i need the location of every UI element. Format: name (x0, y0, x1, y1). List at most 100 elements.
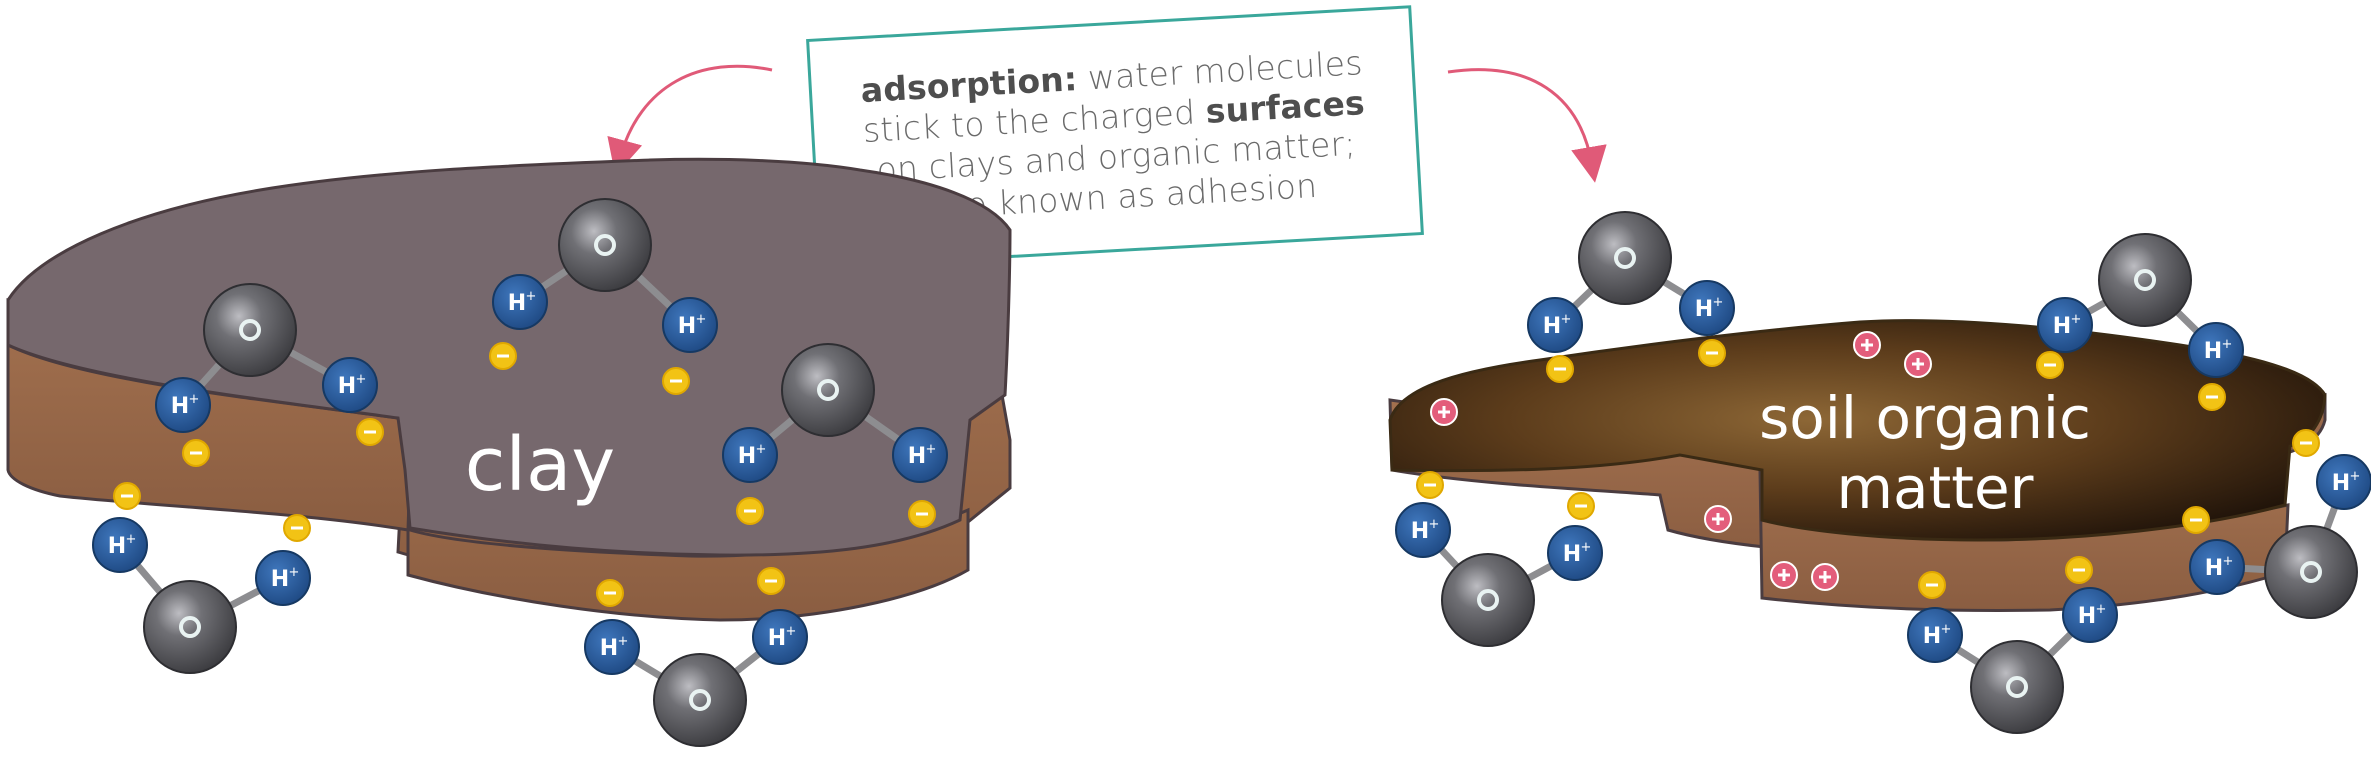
hydrogen-plus: + (786, 624, 797, 639)
hydrogen-atom (322, 357, 378, 413)
surface-charges (113, 331, 2320, 607)
hydrogen-atom (2189, 539, 2245, 595)
hydrogen-symbol: H (2204, 339, 2222, 364)
negative-charge (2036, 351, 2064, 379)
hydrogen-symbol: H (171, 394, 189, 419)
clay-water-molecule-1: H+H+ (155, 283, 378, 433)
clay-water-molecule-3: H+H+ (722, 343, 948, 483)
hydrogen-atom (155, 377, 211, 433)
hydrogen-atom (92, 517, 148, 573)
hydrogen-atom (1395, 502, 1451, 558)
oxygen-atom (1578, 211, 1672, 305)
hydrogen-symbol: H (1543, 314, 1561, 339)
hydrogen-atom (752, 609, 808, 665)
negative-charge (2182, 506, 2210, 534)
oxygen-symbol-ring (1614, 247, 1636, 269)
hydrogen-symbol: H (908, 444, 926, 469)
hydrogen-atom (1547, 525, 1603, 581)
hydrogen-symbol: H (600, 636, 618, 661)
hydrogen-plus: + (1581, 540, 1592, 555)
hydrogen-atom (584, 619, 640, 675)
arrow-to-clay (607, 64, 773, 176)
hydrogen-atom (255, 550, 311, 606)
hydrogen-symbol: H (2078, 604, 2096, 629)
hydrogen-plus: + (126, 532, 137, 547)
oxygen-symbol-ring (594, 234, 616, 256)
hydrogen-plus: + (756, 442, 767, 457)
hydrogen-symbol: H (768, 626, 786, 651)
hydrogen-symbol: H (1923, 624, 1941, 649)
negative-charge (489, 342, 517, 370)
oxygen-atom (1970, 640, 2064, 734)
negative-charge (113, 482, 141, 510)
hydrogen-symbol: H (271, 567, 289, 592)
oxygen-atom (2098, 233, 2192, 327)
negative-charge (356, 418, 384, 446)
negative-charge (182, 439, 210, 467)
negative-charge (1416, 471, 1444, 499)
oxygen-atom (1441, 553, 1535, 647)
hydrogen-atom (492, 274, 548, 330)
hydrogen-plus: + (1429, 517, 1440, 532)
negative-charge (1546, 355, 1574, 383)
hydrogen-symbol: H (1411, 519, 1429, 544)
organic-water-molecule-5: H+H+ (2189, 454, 2371, 619)
hydrogen-symbol: H (678, 314, 696, 339)
negative-charge (662, 367, 690, 395)
hydrogen-plus: + (526, 289, 537, 304)
positive-charge (1904, 350, 1932, 378)
negative-charge (2292, 429, 2320, 457)
hydrogen-atom (2188, 322, 2244, 378)
organic-water-molecule-2: H+H+ (2037, 233, 2244, 378)
clay-water-molecule-5: H+H+ (584, 609, 808, 747)
hydrogen-plus: + (356, 372, 367, 387)
hydrogen-symbol: H (738, 444, 756, 469)
organic-water-molecule-4: H+H+ (1907, 587, 2118, 734)
oxygen-atom (203, 283, 297, 377)
oxygen-symbol-ring (179, 616, 201, 638)
negative-charge (596, 579, 624, 607)
hydrogen-atom (662, 297, 718, 353)
hydrogen-plus: + (926, 442, 937, 457)
hydrogen-symbol: H (2332, 471, 2350, 496)
oxygen-atom (558, 198, 652, 292)
oxygen-atom (2264, 525, 2358, 619)
organic-label-line2: matter (1836, 454, 2033, 522)
hydrogen-plus: + (1713, 295, 1724, 310)
clay-label: clay (465, 422, 615, 508)
hydrogen-symbol: H (2205, 556, 2223, 581)
negative-charge (1918, 571, 1946, 599)
hydrogen-atom (892, 427, 948, 483)
arrow-to-organic (1447, 68, 1607, 183)
oxygen-atom (143, 580, 237, 674)
hydrogen-plus: + (2096, 602, 2107, 617)
negative-charge (2198, 383, 2226, 411)
hydrogen-plus: + (696, 312, 707, 327)
hydrogen-atom (1907, 607, 1963, 663)
oxygen-symbol-ring (2134, 269, 2156, 291)
oxygen-symbol-ring (2300, 561, 2322, 583)
hydrogen-symbol: H (1563, 542, 1581, 567)
negative-charge (908, 500, 936, 528)
hydrogen-atom (722, 427, 778, 483)
positive-charge (1430, 398, 1458, 426)
hydrogen-atom (1527, 297, 1583, 353)
oxygen-symbol-ring (239, 319, 261, 341)
hydrogen-plus: + (2222, 337, 2233, 352)
hydrogen-atom (1679, 280, 1735, 336)
hydrogen-atom (2037, 297, 2093, 353)
hydrogen-plus: + (2350, 469, 2361, 484)
negative-charge (736, 497, 764, 525)
hydrogen-symbol: H (108, 534, 126, 559)
organic-plate: soil organic matter (1388, 319, 2327, 612)
hydrogen-plus: + (2223, 554, 2234, 569)
hydrogen-symbol: H (1695, 297, 1713, 322)
hydrogen-plus: + (1941, 622, 1952, 637)
hydrogen-atom (2316, 454, 2371, 510)
negative-charge (283, 514, 311, 542)
negative-charge (757, 567, 785, 595)
water-molecules: H+H+H+H+H+H+H+H+H+H+H+H+H+H+H+H+H+H+H+H+ (92, 198, 2371, 747)
oxygen-atom (653, 653, 747, 747)
organic-water-molecule-1: H+H+ (1527, 211, 1735, 353)
